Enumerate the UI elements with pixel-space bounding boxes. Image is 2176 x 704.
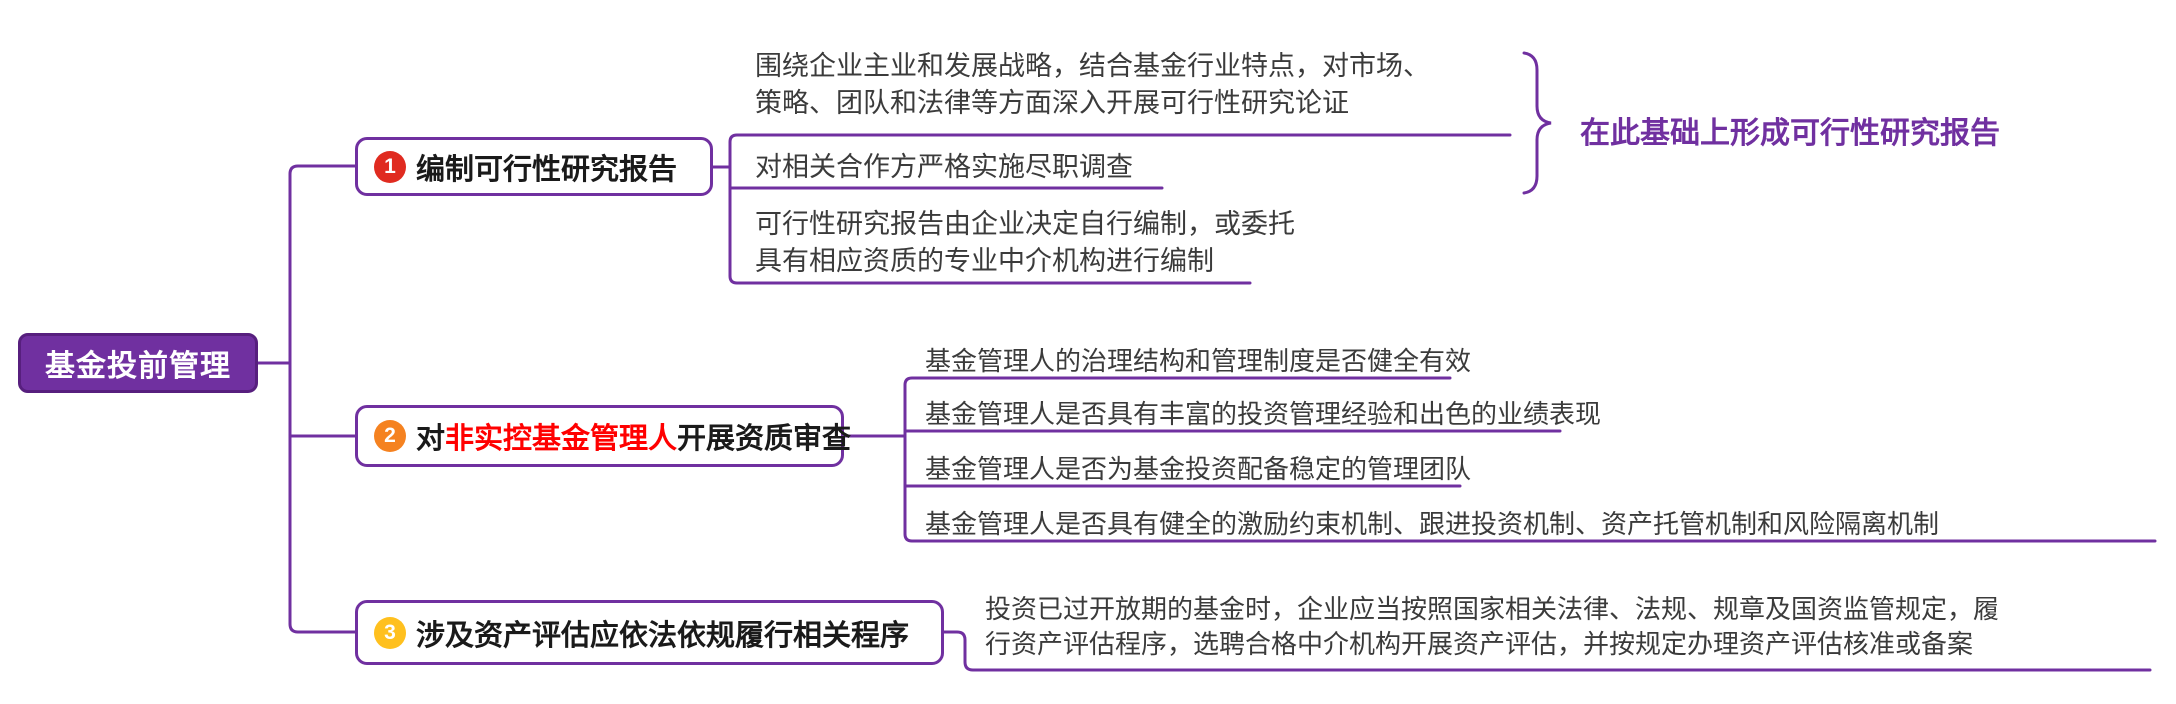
branch2-child3-text: 基金管理人是否为基金投资配备稳定的管理团队 bbox=[925, 454, 1472, 484]
branch2-child2-text: 基金管理人是否具有丰富的投资管理经验和出色的业绩表现 bbox=[925, 399, 1602, 429]
branch2-child4-text: 基金管理人是否具有健全的激励约束机制、跟进投资机制、资产托管机制和风险隔离机制 bbox=[925, 509, 1940, 539]
annotation-text: 在此基础上形成可行性研究报告 bbox=[1580, 117, 2000, 150]
branch1-child1-line1: 围绕企业主业和发展战略，结合基金行业特点，对市场、 bbox=[755, 51, 1430, 81]
branch1-child3-line2: 具有相应资质的专业中介机构进行编制 bbox=[755, 246, 1214, 276]
branch2-frame bbox=[903, 376, 2157, 543]
branch1-child2-line1: 对相关合作方严格实施尽职调查 bbox=[755, 152, 1133, 182]
connector-trunk bbox=[288, 164, 357, 634]
branch1-child2-text: 对相关合作方严格实施尽职调查 bbox=[755, 149, 1133, 186]
branch3-child1-text: 投资已过开放期的基金时，企业应当按照国家相关法律、法规、规章及国资监管规定，履 … bbox=[985, 592, 1999, 662]
branch1-child3-text: 可行性研究报告由企业决定自行编制，或委托 具有相应资质的专业中介机构进行编制 bbox=[755, 206, 1295, 280]
branch3-child1-line1: 投资已过开放期的基金时，企业应当按照国家相关法律、法规、规章及国资监管规定，履 bbox=[985, 594, 2000, 624]
branch3-child1-line2: 行资产评估程序，选聘合格中介机构开展资产评估，并按规定办理资产评估核准或备案 bbox=[985, 629, 1974, 659]
branch3-connector bbox=[942, 630, 2152, 672]
branch2-title-part1: 对 bbox=[416, 423, 446, 455]
branch1-title: 编制可行性研究报告 bbox=[416, 153, 678, 186]
grouping-brace bbox=[1522, 51, 1552, 195]
branch1-child1-line2: 策略、团队和法律等方面深入开展可行性研究论证 bbox=[755, 88, 1349, 118]
branch1-number-badge-icon: 1 bbox=[374, 150, 406, 183]
branch1-node[interactable]: 1 编制可行性研究报告 bbox=[355, 137, 713, 196]
branch1-frame bbox=[728, 133, 1512, 285]
branch2-child1-text: 基金管理人的治理结构和管理制度是否健全有效 bbox=[925, 346, 1472, 376]
branch2-number-badge-icon: 2 bbox=[374, 420, 406, 452]
branch2-title: 对非实控基金管理人开展资质审查 bbox=[416, 415, 851, 457]
branch3-node[interactable]: 3 涉及资产评估应依法依规履行相关程序 bbox=[355, 600, 944, 665]
branch3-title: 涉及资产评估应依法依规履行相关程序 bbox=[416, 619, 910, 652]
root-label: 基金投前管理 bbox=[45, 350, 231, 383]
branch2-title-part2-red: 非实控基金管理人 bbox=[445, 423, 678, 455]
branch3-number-badge-icon: 3 bbox=[374, 616, 406, 649]
branch1-child3-line1: 可行性研究报告由企业决定自行编制，或委托 bbox=[755, 209, 1295, 239]
branch2-node[interactable]: 2 对非实控基金管理人开展资质审查 bbox=[355, 405, 851, 467]
root-node[interactable]: 基金投前管理 bbox=[18, 333, 258, 393]
branch2-title-part3: 开展资质审查 bbox=[677, 423, 852, 455]
branch1-child1-text: 围绕企业主业和发展战略，结合基金行业特点，对市场、 策略、团队和法律等方面深入开… bbox=[755, 48, 1430, 122]
